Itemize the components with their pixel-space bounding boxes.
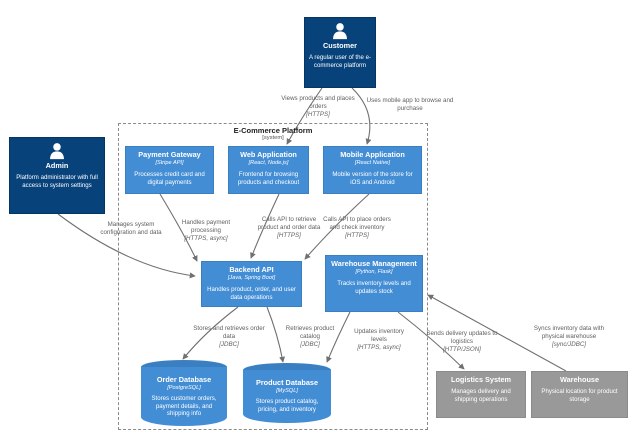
edge-text: Calls API to retrieve product and order … bbox=[257, 216, 321, 231]
database-cylinder-body bbox=[141, 367, 227, 426]
node-description: Stores product catalog, pricing, and inv… bbox=[255, 398, 319, 413]
node-description: Tracks inventory levels and updates stoc… bbox=[337, 280, 411, 295]
edge-text: Updates inventory levels bbox=[354, 328, 404, 343]
edge-text: Retrieves product catalog bbox=[285, 325, 335, 340]
warehouse-management-node: Warehouse Management [Python, Flask] Tra… bbox=[325, 255, 423, 312]
edge-label-backend-orderdb: Stores and retrieves order data [JDBC] bbox=[191, 325, 267, 348]
node-title: Payment Gateway bbox=[138, 150, 201, 159]
edge-technology: [JDBC] bbox=[300, 340, 320, 348]
edge-customer-web bbox=[286, 87, 323, 145]
node-technology: [React, Node.js] bbox=[248, 160, 289, 167]
edge-technology: [HTTPS] bbox=[345, 231, 369, 239]
edge-technology: [HTTP/JSON] bbox=[443, 345, 481, 353]
edge-text: Stores and retrieves order data bbox=[193, 325, 265, 340]
logistics-system-node: Logistics System Manages delivery and sh… bbox=[436, 371, 526, 418]
node-title: Mobile Application bbox=[340, 150, 405, 159]
edge-text: Syncs inventory data with physical wareh… bbox=[533, 325, 605, 340]
node-description: Stores customer orders, payment details,… bbox=[151, 395, 217, 418]
edge-wm-logistics bbox=[397, 311, 465, 370]
node-description: A regular user of the e-commerce platfor… bbox=[309, 54, 371, 69]
edge-technology: [sync/JDBC] bbox=[551, 340, 587, 348]
admin-node: Admin Platform administrator with full a… bbox=[9, 137, 105, 214]
node-title: Admin bbox=[45, 161, 69, 170]
edge-label-wm-logistics: Sends delivery updates to logistics [HTT… bbox=[425, 330, 499, 353]
system-boundary-label: E-Commerce Platform [system] bbox=[118, 126, 428, 141]
edge-text: Calls API to place orders and check inve… bbox=[323, 216, 391, 231]
edge-web-backend bbox=[250, 193, 280, 259]
node-description: Frontend for browsing products and check… bbox=[237, 171, 300, 186]
product-database-node: Product Database [MySQL] Stores product … bbox=[243, 363, 331, 423]
edge-payment-backend bbox=[159, 193, 198, 262]
node-title: Warehouse Management bbox=[331, 259, 417, 268]
boundary-subtitle: [system] bbox=[262, 135, 284, 141]
system-boundary bbox=[118, 123, 428, 430]
edge-technology: [HTTPS] bbox=[306, 110, 330, 118]
node-description: Processes credit card and digital paymen… bbox=[134, 171, 205, 186]
edge-mobile-backend bbox=[304, 193, 370, 260]
backend-api-node: Backend API [Java, Spring Boot] Handles … bbox=[201, 261, 302, 307]
edge-technology: [HTTPS, async] bbox=[357, 343, 401, 351]
node-title: Warehouse bbox=[559, 375, 600, 384]
boundary-title: E-Commerce Platform bbox=[233, 126, 313, 135]
edge-text: Uses mobile app to browse and purchase bbox=[366, 97, 454, 112]
node-description: Mobile version of the store for iOS and … bbox=[332, 171, 413, 186]
payment-gateway-node: Payment Gateway [Stripe API] Processes c… bbox=[125, 146, 214, 194]
edge-label-payment-backend: Handles payment processing [HTTPS, async… bbox=[171, 219, 241, 242]
node-description: Physical location for product storage bbox=[541, 388, 618, 403]
node-title: Product Database bbox=[255, 378, 319, 387]
node-description: Handles product, order, and user data op… bbox=[207, 286, 296, 301]
edge-label-wm-productdb: Updates inventory levels [HTTPS, async] bbox=[346, 328, 412, 351]
edge-technology: [JDBC] bbox=[219, 340, 239, 348]
node-title: Backend API bbox=[229, 265, 274, 274]
node-technology: [Stripe API] bbox=[155, 160, 184, 167]
customer-node: Customer A regular user of the e-commerc… bbox=[304, 17, 376, 88]
edge-wm-productdb bbox=[326, 311, 351, 363]
edge-label-customer-mobile: Uses mobile app to browse and purchase bbox=[363, 97, 457, 113]
edge-technology: [HTTPS] bbox=[277, 231, 301, 239]
edge-label-mobile-backend: Calls API to place orders and check inve… bbox=[321, 216, 393, 239]
node-technology: [Java, Spring Boot] bbox=[227, 275, 276, 282]
edge-label-admin-backend: Manages system configuration and data bbox=[95, 221, 167, 237]
node-title: Logistics System bbox=[450, 375, 512, 384]
node-technology: [MySQL] bbox=[276, 388, 298, 394]
edge-text: Handles payment processing bbox=[181, 219, 231, 234]
edge-text: Sends delivery updates to logistics bbox=[426, 330, 498, 345]
node-description: Platform administrator with full access … bbox=[16, 174, 98, 189]
edge-label-backend-productdb: Retrieves product catalog [JDBC] bbox=[279, 325, 341, 348]
edge-technology: [HTTPS, async] bbox=[184, 234, 228, 242]
edge-backend-orderdb bbox=[182, 306, 239, 360]
edge-backend-productdb bbox=[266, 306, 286, 363]
edge-label-customer-web: Views products and places orders [HTTPS] bbox=[277, 95, 359, 118]
node-technology: [PostgreSQL] bbox=[167, 385, 201, 391]
node-title: Customer bbox=[322, 41, 358, 50]
node-technology: [React Native] bbox=[354, 160, 391, 167]
node-description: Manages delivery and shipping operations bbox=[451, 388, 511, 403]
edge-warehouse-wm bbox=[427, 294, 567, 372]
node-title: Web Application bbox=[240, 150, 297, 159]
node-title: Order Database bbox=[156, 375, 212, 384]
person-icon bbox=[333, 23, 347, 40]
warehouse-node: Warehouse Physical location for product … bbox=[531, 371, 628, 418]
edge-text: Manages system configuration and data bbox=[100, 221, 162, 236]
person-icon bbox=[50, 143, 64, 160]
edge-label-warehouse-wm: Syncs inventory data with physical wareh… bbox=[528, 325, 610, 348]
edge-customer-mobile bbox=[351, 87, 372, 145]
edge-label-web-backend: Calls API to retrieve product and order … bbox=[252, 216, 326, 239]
order-database-node: Order Database [PostgreSQL] Stores custo… bbox=[141, 360, 227, 426]
database-cylinder-body bbox=[243, 370, 331, 423]
web-application-node: Web Application [React, Node.js] Fronten… bbox=[228, 146, 309, 194]
edge-text: Views products and places orders bbox=[281, 95, 355, 110]
mobile-application-node: Mobile Application [React Native] Mobile… bbox=[323, 146, 422, 194]
node-technology: [Python, Flask] bbox=[355, 269, 393, 276]
edge-admin-backend bbox=[57, 213, 196, 279]
